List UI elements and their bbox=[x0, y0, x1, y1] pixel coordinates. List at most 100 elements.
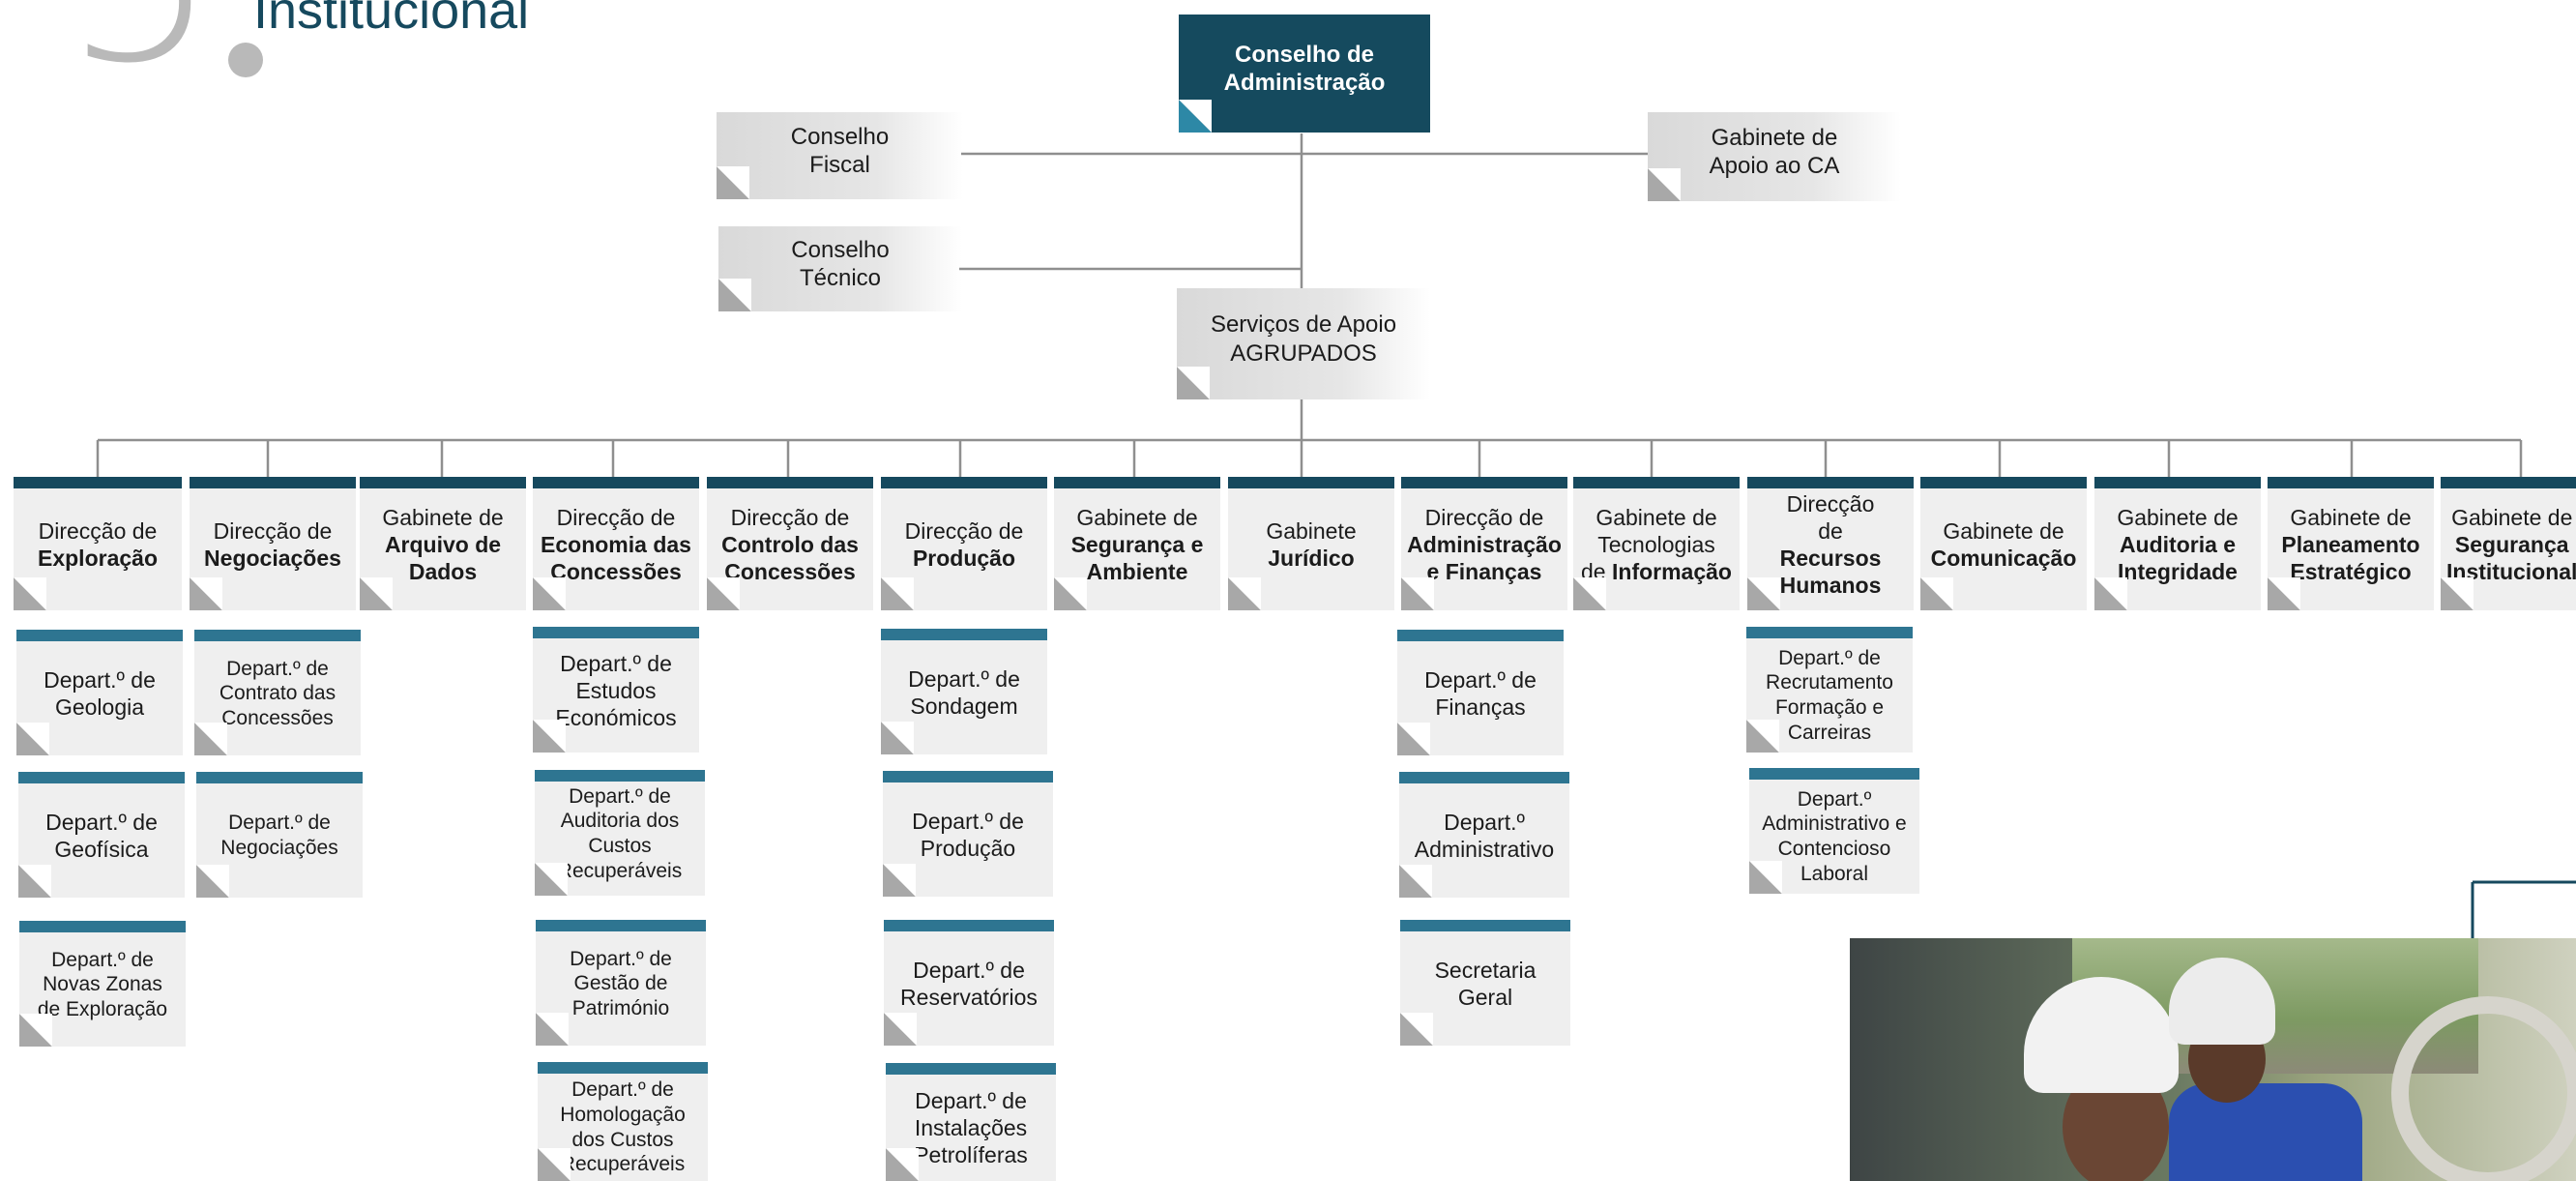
dir-pre: Direcção de bbox=[38, 517, 158, 544]
dir-pre: Gabinete de bbox=[1595, 504, 1717, 530]
dept-administrativo-contencioso: Depart.º Administrativo e Contencioso La… bbox=[1749, 768, 1919, 894]
dir-pre2: Tecnologias bbox=[1597, 531, 1715, 557]
dir-pre: Direcção de bbox=[213, 517, 333, 544]
fold-corner bbox=[196, 865, 229, 898]
dir-pre: Direcção de bbox=[1424, 504, 1544, 530]
dir-name: Administração e Finanças bbox=[1407, 531, 1562, 585]
dept-estudos-economicos: Depart.º de Estudos Económicos bbox=[533, 627, 699, 753]
fold-corner bbox=[1920, 577, 1953, 610]
dir-name: Planeamento Estratégico bbox=[2281, 531, 2420, 585]
dept-sondagem: Depart.º de Sondagem bbox=[881, 629, 1047, 754]
section-number-dot bbox=[228, 43, 263, 77]
dept-label: Depart.º de Negociações bbox=[220, 812, 338, 859]
dir-pre: Gabinete de bbox=[2117, 504, 2239, 530]
board-box: Conselho de Administração bbox=[1179, 15, 1430, 133]
fold-corner bbox=[18, 865, 51, 898]
fold-corner bbox=[533, 577, 566, 610]
dir-pre: Gabinete bbox=[1266, 517, 1357, 544]
dept-label: Secretaria Geral bbox=[1434, 957, 1537, 1010]
gabinete-ca-line2: Apoio ao CA bbox=[1709, 153, 1840, 179]
dept-label: Depart.º de Produção bbox=[912, 808, 1024, 861]
dept-label: Depart.º de Gestão de Património bbox=[570, 947, 672, 1019]
fold-corner bbox=[2268, 577, 2300, 610]
dept-label: Depart.º Administrativo e Contencioso La… bbox=[1762, 787, 1907, 885]
fold-corner bbox=[535, 863, 568, 896]
fiscal-line1: Conselho bbox=[790, 123, 890, 150]
dir-pre: Gabinete de bbox=[1076, 504, 1198, 530]
dept-geofisica: Depart.º de Geofísica bbox=[18, 772, 185, 898]
fold-corner bbox=[717, 166, 749, 199]
fold-corner bbox=[19, 1014, 52, 1047]
dept-reservatorios: Depart.º de Reservatórios bbox=[884, 920, 1054, 1046]
dir-name: Informação bbox=[1612, 559, 1732, 585]
fold-corner bbox=[1746, 720, 1779, 753]
fold-corner bbox=[1749, 861, 1782, 894]
tecnico-line1: Conselho bbox=[791, 236, 890, 263]
fold-corner bbox=[1401, 577, 1434, 610]
fold-corner bbox=[1228, 577, 1261, 610]
dir-name: Comunicação bbox=[1930, 546, 2077, 571]
photo-helmet-1 bbox=[2024, 977, 2179, 1093]
dept-homologacao-custos: Depart.º de Homologação dos Custos Recup… bbox=[538, 1062, 708, 1181]
fold-corner bbox=[190, 577, 222, 610]
dept-geologia: Depart.º de Geologia bbox=[16, 630, 183, 755]
dept-label: Depart.º de Recrutamento Formação e Carr… bbox=[1766, 646, 1893, 744]
fold-corner bbox=[1399, 865, 1432, 898]
fold-corner bbox=[2094, 577, 2127, 610]
fold-corner bbox=[1400, 1013, 1433, 1046]
dept-administrativo: Depart.º Administrativo bbox=[1399, 772, 1569, 898]
dir-name: Auditoria e Integridade bbox=[2118, 531, 2238, 585]
fold-corner bbox=[1177, 367, 1210, 399]
dept-financas: Depart.º de Finanças bbox=[1397, 630, 1564, 755]
dept-label: Depart.º de Contrato das Concessões bbox=[219, 657, 337, 729]
dept-gestao-patrimonio: Depart.º de Gestão de Património bbox=[536, 920, 706, 1046]
dept-novas-zonas: Depart.º de Novas Zonas de Exploração bbox=[19, 921, 186, 1047]
fold-corner bbox=[1054, 577, 1087, 610]
dir-name: Exploração bbox=[38, 546, 158, 571]
dir-pre: Direcção de bbox=[556, 504, 676, 530]
servicos-line1: Serviços de Apoio bbox=[1210, 311, 1397, 339]
dir-pre: Gabinete de bbox=[382, 504, 504, 530]
gabinete-ca-line1: Gabinete de bbox=[1711, 124, 1838, 151]
dir-name: Negociações bbox=[204, 546, 341, 571]
dept-label: Depart.º de Finanças bbox=[1424, 666, 1537, 720]
fiscal-line2: Fiscal bbox=[809, 152, 870, 178]
fold-corner bbox=[536, 1013, 569, 1046]
fold-corner bbox=[1648, 168, 1681, 201]
dir-pre: Gabinete de bbox=[2451, 504, 2573, 530]
field-workers-photo bbox=[1850, 938, 2576, 1181]
dir-name: Arquivo de Dados bbox=[384, 531, 502, 585]
dept-label: Depart.º de Novas Zonas de Exploração bbox=[37, 948, 168, 1020]
dir-name: Produção bbox=[912, 546, 1016, 571]
dept-label: Depart.º de Reservatórios bbox=[900, 957, 1038, 1010]
fold-corner bbox=[1397, 723, 1430, 755]
photo-steering-wheel bbox=[2391, 996, 2576, 1181]
dept-label: Depart.º de Homologação dos Custos Recup… bbox=[560, 1078, 686, 1176]
fold-corner bbox=[16, 723, 49, 755]
secretaria-geral: Secretaria Geral bbox=[1400, 920, 1570, 1046]
dir-pre: Gabinete de bbox=[1943, 517, 2064, 544]
dept-label: Depart.º de Geologia bbox=[44, 666, 156, 720]
fold-corner bbox=[14, 577, 46, 610]
photo-helmet-2 bbox=[2169, 958, 2275, 1045]
fold-corner bbox=[886, 1148, 919, 1181]
tecnico-line2: Técnico bbox=[799, 265, 882, 291]
dept-instalacoes-petroliferas: Depart.º de Instalações Petrolíferas bbox=[886, 1063, 1056, 1181]
dept-auditoria-custos: Depart.º de Auditoria dos Custos Recuper… bbox=[535, 770, 705, 896]
fold-corner bbox=[707, 577, 740, 610]
dir-pre: Direcção de bbox=[730, 504, 850, 530]
board-label: Conselho de Administração bbox=[1223, 41, 1386, 96]
dept-label: Depart.º de Sondagem bbox=[908, 665, 1020, 719]
section-heading: Institucional bbox=[253, 0, 530, 40]
fold-corner bbox=[881, 577, 914, 610]
